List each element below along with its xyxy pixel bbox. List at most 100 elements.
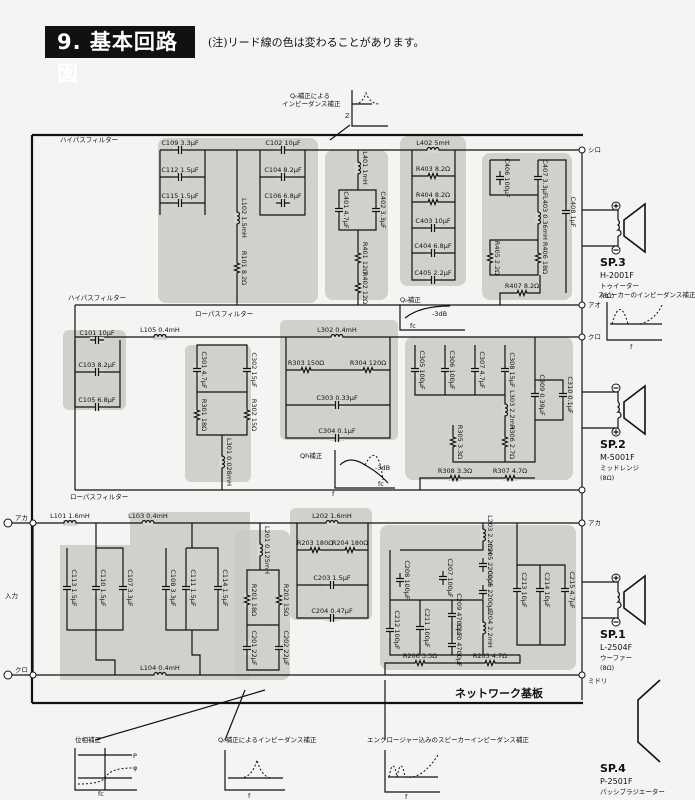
capacitor-symbol [396, 573, 404, 587]
component-c303: C303 0.33μF [316, 394, 358, 409]
component-label: R402 12Ω [361, 272, 369, 304]
symbol-gap [535, 171, 541, 185]
resistor-symbol [485, 251, 495, 265]
component-c307: C307 4.7μF [471, 351, 486, 389]
component-label: C209 4700μF [455, 593, 463, 637]
graph-speaker-impedance: スピーカーのインピーダンス補正 f [598, 290, 695, 351]
component-label: C202 22μF [282, 630, 290, 665]
symbol-gap [480, 621, 486, 635]
component-c306: C306 100μF [441, 350, 456, 390]
annotation: fc [98, 790, 104, 798]
component-label: C107 3.3μF [126, 569, 134, 606]
inductor-symbol [504, 403, 509, 417]
capacitor-symbol [119, 581, 127, 595]
resistor-symbol [500, 435, 510, 449]
symbol-gap [90, 337, 104, 343]
inductor-symbol [537, 211, 542, 225]
speaker-id: SP.2 [600, 438, 626, 451]
resistor-symbol [533, 251, 543, 265]
speaker-impedance: (8Ω) [600, 474, 614, 482]
component-c207: C207 100μF [439, 558, 454, 598]
component-label: R307 4.7Ω [493, 467, 527, 475]
symbol-gap [397, 573, 403, 587]
symbol-gap [153, 334, 167, 340]
component-l201: L201 0.125mH [257, 526, 271, 574]
symbol-gap [183, 581, 189, 595]
component-label: L104 0.4mH [140, 664, 180, 672]
capacitor-symbol [426, 224, 440, 232]
component-label: L403 0.36mH [541, 196, 549, 240]
component-c407: C407 3.3μF [534, 159, 549, 197]
symbol-gap [448, 475, 462, 481]
graph-phase-correction: 位相補正 P φ fc [74, 689, 266, 798]
graph-caption: インピーダンス補正 [282, 99, 341, 108]
capacitor-symbol [513, 583, 521, 597]
component-l402: L402 5mH [416, 139, 450, 153]
component-label: C305 100μF [418, 350, 426, 390]
component-label: L203 2.2mH [486, 515, 494, 555]
component-r401: R401 12Ω [353, 242, 369, 274]
component-label: C206 2200μF [486, 570, 494, 614]
capacitor-symbol [330, 401, 344, 409]
polarity-mark [613, 429, 619, 435]
input-terminal-red: アカ [15, 514, 28, 522]
capacitor-symbol [90, 336, 104, 344]
component-label: C103 8.2μF [78, 361, 115, 369]
graph-enclosure-impedance: エンクロージャー込みのスピーカーインピーダンス補正 f [367, 680, 529, 800]
component-r204: R204 180Ω [332, 539, 368, 555]
capacitor-symbol [275, 641, 283, 655]
speaker-lead [582, 209, 619, 247]
terminal-black-mid: クロ [588, 333, 601, 341]
inductor-symbol [141, 519, 155, 524]
symbol-gap [387, 623, 393, 637]
symbol-gap [426, 225, 440, 231]
component-c102: C102 10μF [265, 139, 301, 154]
capacitor-symbol [92, 581, 100, 595]
lead-wire-note: (注)リード線の色は変わることがあります。 [208, 36, 425, 49]
lowpass-filter-label-2: ローパスフィルター [70, 492, 128, 501]
component-label: C401 4.7μF [342, 191, 350, 228]
component-label: C403 10μF [415, 217, 450, 225]
component-label: R405 2.2Ω [493, 241, 501, 275]
capacitor-symbol [411, 363, 419, 377]
component-c203: C203 1.5μF [313, 574, 351, 589]
terminal-blue: アオ [588, 301, 601, 309]
symbol-gap [173, 147, 187, 153]
graph-q0-impedance-top: Q₀補正による インピーダンス補正 Z [282, 90, 388, 141]
highpass-filter-label: ハイパスフィルター [60, 135, 118, 144]
component-r406: R406 18Ω [533, 242, 549, 274]
component-label: R205 4.7Ω [473, 652, 507, 660]
annotation: -3dB [375, 464, 390, 472]
symbol-gap [173, 200, 187, 206]
symbol-gap [194, 363, 200, 377]
component-c103: C103 8.2μF [78, 361, 116, 376]
component-label: C402 3.3μF [379, 191, 387, 228]
capacitor-symbol [214, 581, 222, 595]
graph-q0-impedance-bottom: Q₀補正によるインピーダンス補正 f [218, 689, 317, 800]
component-c305: C305 100μF [411, 350, 426, 390]
speaker-id: SP.1 [600, 628, 626, 641]
component-r306: R306 2.7Ω [500, 425, 516, 459]
component-label: C205 2200μF [486, 543, 494, 587]
component-r403: R403 8.2Ω [416, 165, 450, 181]
inductor-symbol [330, 333, 344, 338]
component-label: C307 4.7μF [478, 351, 486, 388]
resistor-symbol [299, 365, 313, 375]
component-label: C201 22μF [250, 630, 258, 665]
component-r301: R301 18Ω [192, 399, 208, 431]
resistor-symbol [515, 288, 529, 298]
graph-caption: Qh補正 [300, 451, 323, 460]
component-label: C301 4.7μF [200, 351, 208, 388]
graph-caption: Q₀補正によるインピーダンス補正 [218, 735, 317, 744]
component-c404: C404 6.8μF [414, 242, 452, 257]
component-c408: C408 1μF [562, 196, 577, 228]
symbol-gap [426, 250, 440, 256]
component-label: C104 8.2μF [264, 166, 301, 174]
component-c406: C406 100μF [496, 158, 511, 198]
speaker-cone-icon [623, 574, 646, 626]
symbol-gap [173, 174, 187, 180]
capacitor-symbol [416, 621, 424, 635]
symbol-gap [442, 363, 448, 377]
